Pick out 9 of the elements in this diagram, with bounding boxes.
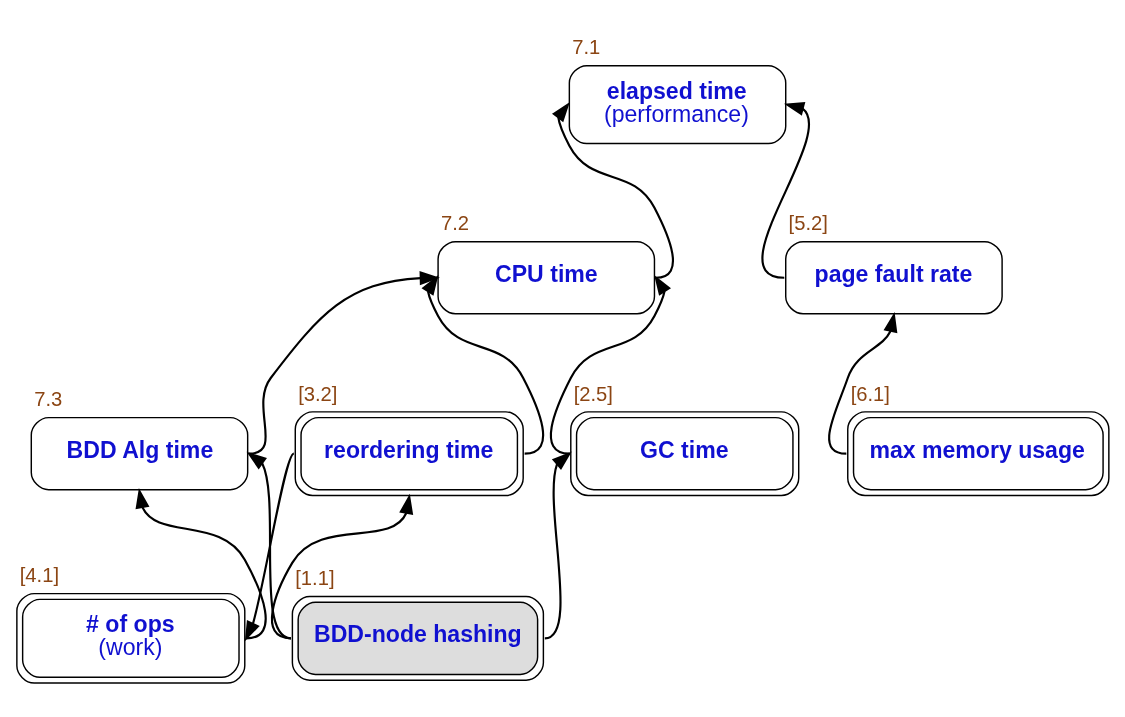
node-label: 7.2 bbox=[440, 212, 470, 235]
node-label: 7.1 bbox=[572, 36, 601, 59]
node-label: [6.1] bbox=[850, 382, 890, 405]
node-label: 7.3 bbox=[34, 388, 63, 411]
node-label: [2.5] bbox=[573, 382, 613, 405]
node-label: [3.2] bbox=[298, 382, 338, 405]
node-label: [1.1] bbox=[295, 567, 335, 590]
node-label: [5.2] bbox=[788, 212, 828, 235]
node-label: [4.1] bbox=[19, 564, 60, 587]
